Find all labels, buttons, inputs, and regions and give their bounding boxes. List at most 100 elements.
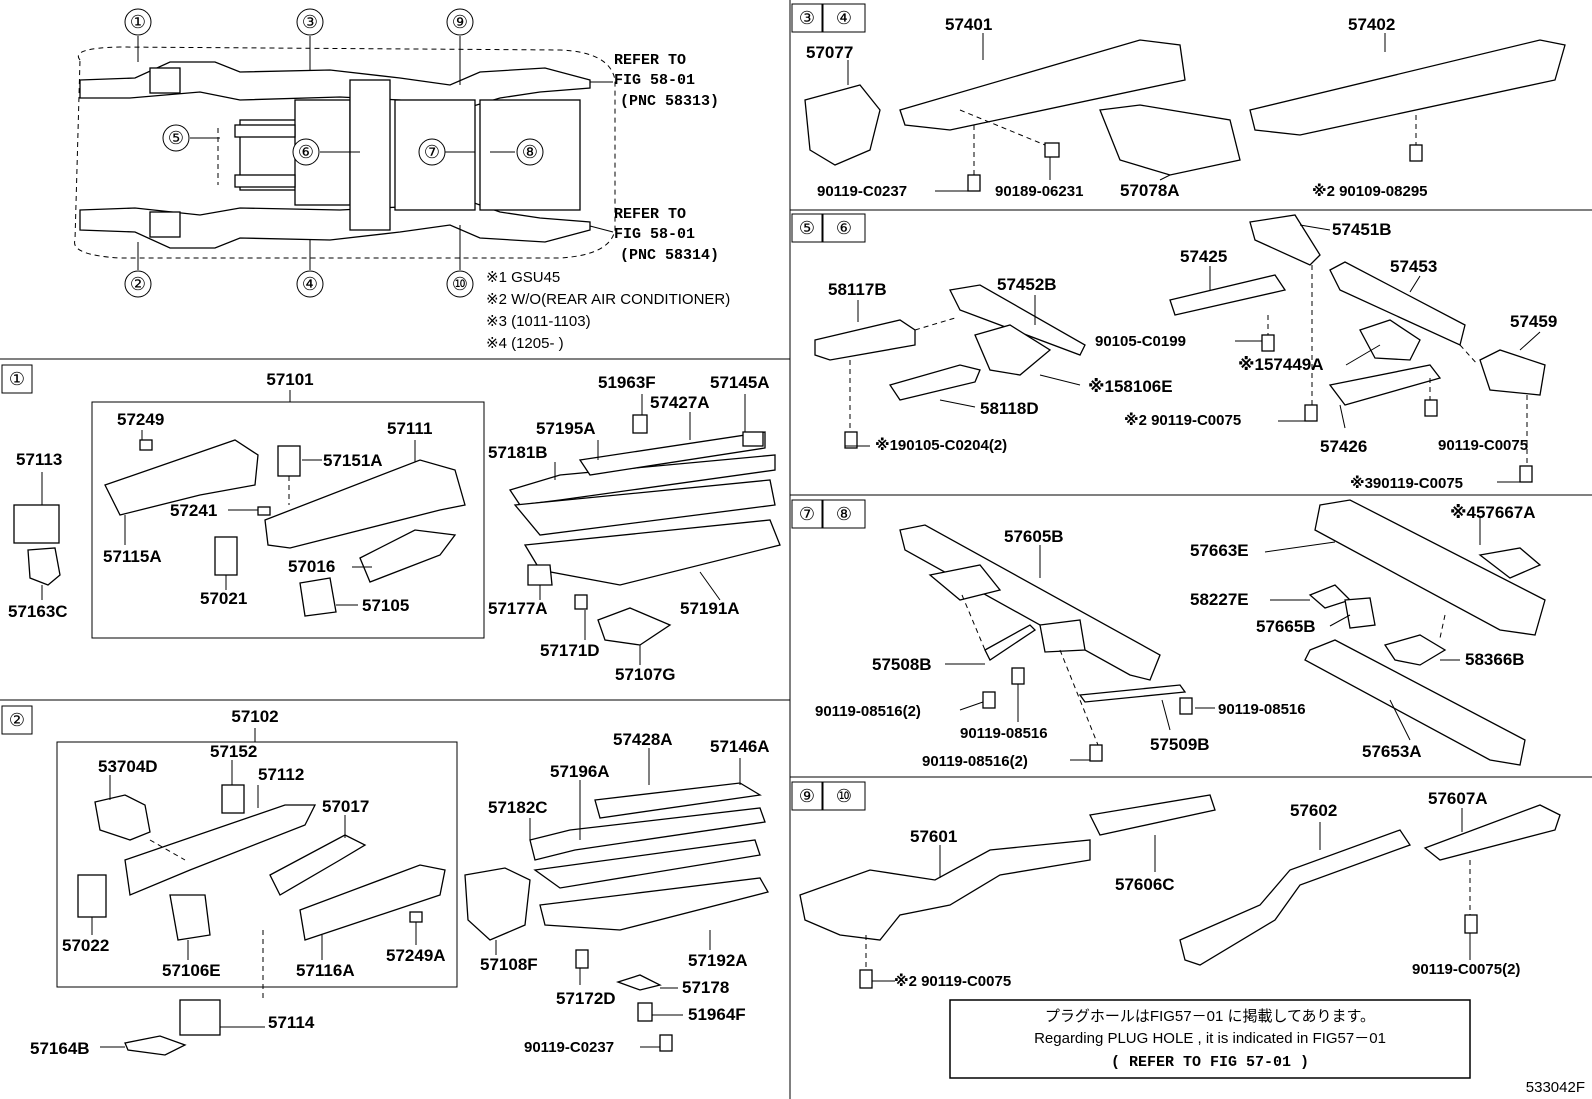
svg-text:90119-C0237: 90119-C0237 bbox=[524, 1039, 614, 1056]
svg-text:90119-08516(2): 90119-08516(2) bbox=[922, 753, 1028, 770]
svg-text:57426: 57426 bbox=[1320, 437, 1367, 456]
svg-text:57101: 57101 bbox=[266, 370, 313, 389]
section-7-8: ⑦ ⑧ 57605B 57663E ※45766 bbox=[791, 499, 1546, 770]
svg-text:57146A: 57146A bbox=[710, 737, 770, 756]
svg-text:57178: 57178 bbox=[682, 978, 729, 997]
section-9-10: ⑨ ⑩ 57601 57606C 57602 57607A ※2 90119-C… bbox=[791, 781, 1561, 990]
svg-text:57427A: 57427A bbox=[650, 393, 710, 412]
svg-text:⑥: ⑥ bbox=[836, 218, 852, 238]
svg-text:51964F: 51964F bbox=[688, 1005, 746, 1024]
svg-text:57106E: 57106E bbox=[162, 961, 221, 980]
svg-text:57022: 57022 bbox=[62, 936, 109, 955]
svg-text:※2 90119-C0075: ※2 90119-C0075 bbox=[894, 972, 1011, 990]
svg-text:FIG 58-01: FIG 58-01 bbox=[614, 226, 695, 243]
svg-text:90119-C0075(2): 90119-C0075(2) bbox=[1412, 961, 1520, 978]
callout-6: ⑥ bbox=[298, 142, 314, 162]
svg-text:57145A: 57145A bbox=[710, 373, 770, 392]
svg-text:57249A: 57249A bbox=[386, 946, 446, 965]
svg-text:57113: 57113 bbox=[16, 450, 62, 469]
svg-text:57021: 57021 bbox=[200, 589, 247, 608]
svg-text:⑦: ⑦ bbox=[799, 504, 815, 524]
svg-text:57107G: 57107G bbox=[615, 665, 676, 684]
svg-text:90119-C0075: 90119-C0075 bbox=[1438, 437, 1528, 454]
plug-hole-note: プラグホールはFIG57－01 に掲載してあります。 Regarding PLU… bbox=[949, 999, 1471, 1079]
svg-text:57607A: 57607A bbox=[1428, 789, 1488, 808]
svg-text:90119-C0237: 90119-C0237 bbox=[817, 183, 907, 200]
callout-10: ⑩ bbox=[452, 274, 468, 294]
svg-text:90105-C0199: 90105-C0199 bbox=[1095, 333, 1186, 350]
svg-text:90119-08516: 90119-08516 bbox=[1218, 701, 1306, 718]
callout-9: ⑨ bbox=[452, 12, 468, 32]
callout-5: ⑤ bbox=[168, 128, 184, 148]
svg-text:57163C: 57163C bbox=[8, 602, 68, 621]
svg-text:Regarding PLUG HOLE , it is: Regarding PLUG HOLE , it is indicated in… bbox=[1034, 1030, 1386, 1047]
svg-text:57172D: 57172D bbox=[556, 989, 616, 1008]
svg-text:( REFER TO FIG 57-01 ): ( REFER TO FIG 57-01 ) bbox=[1111, 1054, 1309, 1071]
section-2: ② 57102 bbox=[1, 705, 770, 1058]
svg-text:※190105-C0204(2): ※190105-C0204(2) bbox=[875, 436, 1007, 454]
svg-text:57192A: 57192A bbox=[688, 951, 748, 970]
svg-text:58366B: 58366B bbox=[1465, 650, 1525, 669]
callout-3: ③ bbox=[302, 12, 318, 32]
svg-text:⑩: ⑩ bbox=[836, 786, 852, 806]
svg-text:57653A: 57653A bbox=[1362, 742, 1422, 761]
svg-text:57181B: 57181B bbox=[488, 443, 548, 462]
svg-text:プラグホールはFIG57－01 に掲載してあります。: プラグホールはFIG57－01 に掲載してあります。 bbox=[1045, 1008, 1375, 1025]
svg-text:※2 90119-C0075: ※2 90119-C0075 bbox=[1124, 411, 1241, 429]
svg-text:57508B: 57508B bbox=[872, 655, 932, 674]
svg-text:※158106E: ※158106E bbox=[1088, 377, 1173, 396]
svg-text:57665B: 57665B bbox=[1256, 617, 1316, 636]
svg-text:57241: 57241 bbox=[170, 501, 217, 520]
svg-text:57451B: 57451B bbox=[1332, 220, 1392, 239]
svg-text:57196A: 57196A bbox=[550, 762, 610, 781]
svg-text:57077: 57077 bbox=[806, 43, 853, 62]
svg-text:57112: 57112 bbox=[258, 765, 304, 784]
svg-text:⑨: ⑨ bbox=[799, 786, 815, 806]
svg-text:90119-08516(2): 90119-08516(2) bbox=[815, 703, 921, 720]
svg-text:※2 90109-08295: ※2 90109-08295 bbox=[1312, 182, 1428, 200]
svg-text:※457667A: ※457667A bbox=[1450, 503, 1536, 522]
svg-text:57509B: 57509B bbox=[1150, 735, 1210, 754]
svg-text:57151A: 57151A bbox=[323, 451, 383, 470]
chassis-overview bbox=[74, 36, 616, 270]
svg-text:57453: 57453 bbox=[1390, 257, 1437, 276]
svg-text:57606C: 57606C bbox=[1115, 875, 1175, 894]
svg-text:57171D: 57171D bbox=[540, 641, 600, 660]
svg-text:57402: 57402 bbox=[1348, 15, 1395, 34]
svg-text:57017: 57017 bbox=[322, 797, 369, 816]
section-1: ① 57101 bbox=[1, 364, 781, 684]
svg-text:57601: 57601 bbox=[910, 827, 957, 846]
svg-text:57452B: 57452B bbox=[997, 275, 1057, 294]
svg-text:(PNC 58314): (PNC 58314) bbox=[620, 247, 719, 264]
svg-text:(PNC 58313): (PNC 58313) bbox=[620, 93, 719, 110]
svg-text:57114: 57114 bbox=[268, 1013, 315, 1032]
svg-text:57108F: 57108F bbox=[480, 955, 538, 974]
svg-text:57111: 57111 bbox=[387, 419, 432, 438]
svg-text:REFER TO: REFER TO bbox=[614, 52, 686, 69]
diagram-id: 533042F bbox=[1526, 1079, 1585, 1096]
svg-text:57182C: 57182C bbox=[488, 798, 548, 817]
svg-text:90189-06231: 90189-06231 bbox=[995, 183, 1083, 200]
svg-text:58117B: 58117B bbox=[828, 280, 887, 299]
svg-text:57152: 57152 bbox=[210, 742, 257, 761]
svg-text:57116A: 57116A bbox=[296, 961, 355, 980]
svg-text:57105: 57105 bbox=[362, 596, 409, 615]
note-2: ※2 W/O(REAR AIR CONDITIONER) bbox=[486, 291, 730, 308]
overview-callouts: ① ② ③ ④ ⑤ ⑥ ⑦ ⑧ ⑨ ⑩ bbox=[124, 8, 544, 298]
svg-text:④: ④ bbox=[836, 8, 852, 28]
svg-text:57191A: 57191A bbox=[680, 599, 740, 618]
section-3-4: ③ ④ 57077 57401 57402 90119-C0237 90189-… bbox=[791, 3, 1566, 200]
refer-notes: REFER TO FIG 58-01 (PNC 58313) REFER TO … bbox=[486, 52, 730, 352]
svg-text:57195A: 57195A bbox=[536, 419, 596, 438]
svg-text:FIG 58-01: FIG 58-01 bbox=[614, 72, 695, 89]
svg-text:②: ② bbox=[9, 710, 25, 730]
svg-text:REFER TO: REFER TO bbox=[614, 206, 686, 223]
svg-text:57016: 57016 bbox=[288, 557, 335, 576]
svg-text:※390119-C0075: ※390119-C0075 bbox=[1350, 474, 1463, 492]
svg-text:57164B: 57164B bbox=[30, 1039, 90, 1058]
svg-text:③: ③ bbox=[799, 8, 815, 28]
svg-text:57605B: 57605B bbox=[1004, 527, 1064, 546]
svg-text:57663E: 57663E bbox=[1190, 541, 1249, 560]
svg-text:⑤: ⑤ bbox=[799, 218, 815, 238]
